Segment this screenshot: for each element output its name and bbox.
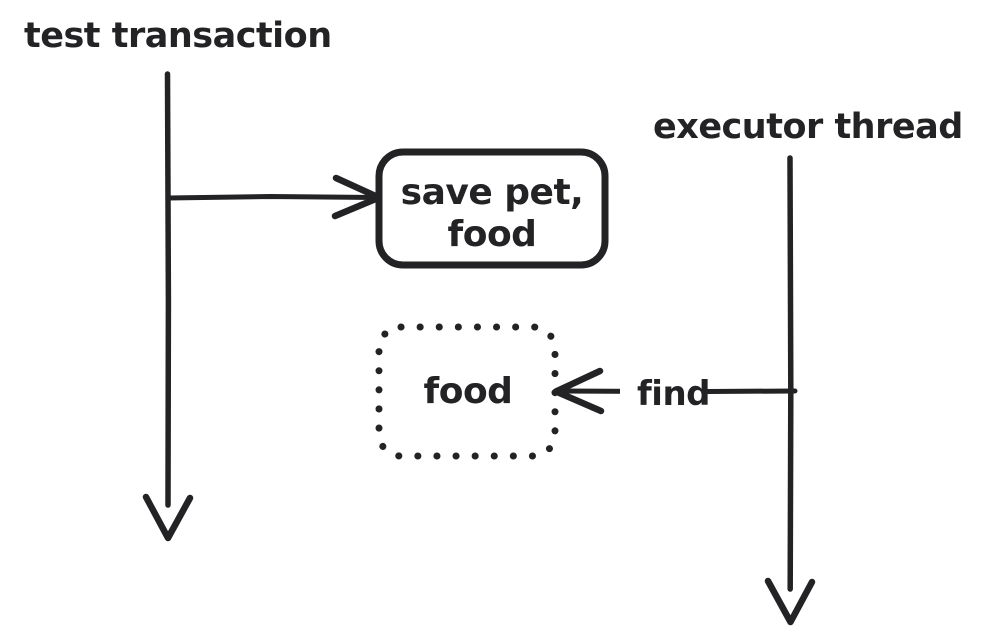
- node-save-pet-food[interactable]: save pet, food: [375, 148, 609, 269]
- node-food[interactable]: food: [375, 323, 559, 460]
- message-save-arrow[interactable]: [165, 174, 383, 220]
- message-save-arrow-shaft: [165, 194, 379, 201]
- node-save-pet-food-line-2: food: [448, 214, 537, 255]
- node-save-pet-food-line-1: save pet,: [401, 172, 584, 213]
- message-find-label-backing: [620, 366, 706, 414]
- lifeline-executor-thread-line: [787, 155, 794, 592]
- node-food-label: food: [424, 371, 513, 412]
- lifeline-label-executor-thread: executor thread: [653, 107, 963, 147]
- lifeline-test-transaction-line: [164, 71, 172, 508]
- message-find-label: find: [637, 374, 710, 414]
- lifeline-label-test-transaction: test transaction: [24, 16, 332, 56]
- message-find-arrow[interactable]: find: [552, 366, 798, 415]
- lifeline-executor-thread-arrowhead-icon: [764, 577, 816, 626]
- lifeline-test-transaction-arrowhead-icon: [142, 493, 194, 542]
- node-save-pet-food-shape: [375, 148, 609, 269]
- message-find-arrowhead-icon: [552, 367, 605, 415]
- lifeline-test-transaction[interactable]: [142, 71, 194, 542]
